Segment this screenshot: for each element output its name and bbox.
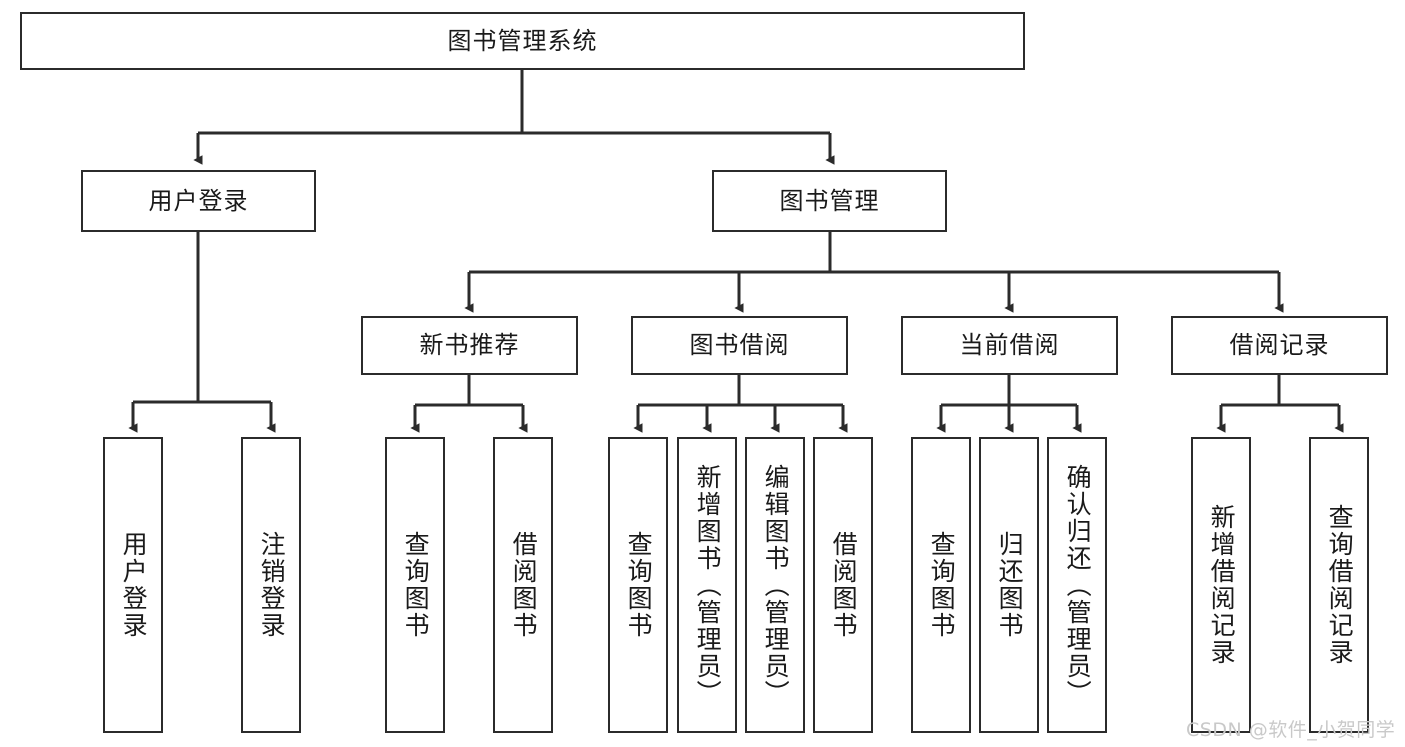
node-borrow-record-label: 借阅记录 [1229,331,1330,360]
leaf-record-query-record[interactable]: 查询借阅记录 [1309,437,1369,733]
leaf-borrow-add-book-admin[interactable]: 新增图书（管理员） [677,437,737,733]
node-book-borrow-label: 图书借阅 [689,331,790,360]
leaf-borrow-add-book-admin-label: 新增图书（管理员） [693,463,723,707]
leaf-borrow-query-books-label: 查询图书 [624,531,654,639]
leaf-record-add-record-label: 新增借阅记录 [1207,504,1237,666]
node-current-borrow[interactable]: 当前借阅 [901,316,1118,375]
leaf-newbook-borrow-books-label: 借阅图书 [509,531,539,639]
csdn-watermark: CSDN @软件_小贺同学 [1186,719,1396,741]
leaf-current-query-books-label: 查询图书 [927,531,957,639]
leaf-user-login[interactable]: 用户登录 [103,437,163,733]
leaf-newbook-query-books[interactable]: 查询图书 [385,437,445,733]
leaf-current-query-books[interactable]: 查询图书 [911,437,971,733]
node-book-management-label: 图书管理 [779,186,880,215]
leaf-current-confirm-return-admin[interactable]: 确认归还（管理员） [1047,437,1107,733]
leaf-current-confirm-return-admin-label: 确认归还（管理员） [1063,463,1093,707]
node-root-label: 图书管理系统 [447,26,598,55]
leaf-newbook-borrow-books[interactable]: 借阅图书 [493,437,553,733]
node-new-book-recommend-label: 新书推荐 [419,331,520,360]
leaf-user-login-label: 用户登录 [119,531,149,639]
leaf-record-add-record[interactable]: 新增借阅记录 [1191,437,1251,733]
leaf-borrow-query-books[interactable]: 查询图书 [608,437,668,733]
node-root[interactable]: 图书管理系统 [20,12,1025,70]
node-new-book-recommend[interactable]: 新书推荐 [361,316,578,375]
leaf-newbook-query-books-label: 查询图书 [401,531,431,639]
node-user-login-label: 用户登录 [148,186,249,215]
leaf-current-return-books[interactable]: 归还图书 [979,437,1039,733]
leaf-logout[interactable]: 注销登录 [241,437,301,733]
leaf-logout-label: 注销登录 [257,531,287,639]
leaf-current-return-books-label: 归还图书 [995,531,1025,639]
leaf-borrow-borrow-books[interactable]: 借阅图书 [813,437,873,733]
leaf-record-query-record-label: 查询借阅记录 [1325,504,1355,666]
node-book-borrow[interactable]: 图书借阅 [631,316,848,375]
leaf-borrow-edit-book-admin[interactable]: 编辑图书（管理员） [745,437,805,733]
leaf-borrow-edit-book-admin-label: 编辑图书（管理员） [761,463,791,707]
leaf-borrow-borrow-books-label: 借阅图书 [829,531,859,639]
node-user-login[interactable]: 用户登录 [81,170,316,232]
node-borrow-record[interactable]: 借阅记录 [1171,316,1388,375]
node-book-management[interactable]: 图书管理 [712,170,947,232]
node-current-borrow-label: 当前借阅 [959,331,1060,360]
